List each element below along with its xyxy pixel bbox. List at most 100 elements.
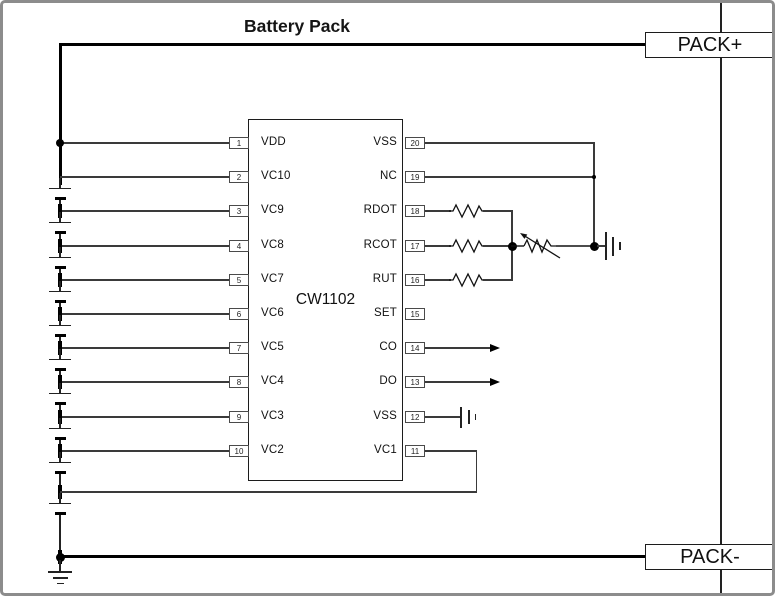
battery-cell-plate-long	[49, 290, 71, 293]
pack-boundary-line	[720, 3, 722, 593]
pack-plus-wire-vertical	[58, 43, 62, 185]
battery-cell-wire	[59, 247, 61, 257]
wire-vss-vertical	[593, 142, 595, 247]
battery-cell-wire	[59, 212, 61, 222]
battery-cell-wire	[59, 234, 61, 239]
battery-cell-plate-short	[54, 402, 66, 406]
battery-cell-wire	[59, 418, 61, 428]
pin-label-nc: NC	[379, 170, 397, 182]
page-title: Battery Pack	[243, 16, 351, 36]
ground-icon-bottom-bar1	[48, 570, 72, 573]
pin-label-vc9: VC9	[261, 204, 284, 216]
pin-label-vdd: VDD	[261, 136, 286, 148]
battery-cell-wire	[59, 405, 61, 410]
ground-icon-vss12-bar3	[474, 413, 477, 421]
ground-icon-vss12-bar2	[467, 410, 470, 424]
battery-junction-bar	[58, 273, 62, 287]
battery-cell-wire	[59, 371, 61, 375]
battery-cell-plate-short	[54, 197, 66, 201]
wire-rcot-b	[483, 245, 513, 247]
battery-cell-wire	[59, 269, 61, 273]
battery-cell-wire	[59, 303, 61, 307]
ground-icon-vss12-bar1	[460, 406, 463, 428]
pin-box-7: 7	[229, 342, 249, 354]
battery-junction-bar	[58, 410, 62, 424]
battery-cell-plate-long	[49, 502, 71, 505]
battery-cell-plate-long	[49, 187, 71, 190]
battery-cell-wire	[59, 515, 61, 550]
battery-cell-plate-long	[49, 221, 71, 224]
pack-plus-wire-top	[60, 43, 645, 46]
battery-cell-plate-short	[54, 231, 66, 235]
battery-junction-bar	[58, 341, 62, 355]
pin-label-vc4: VC4	[261, 375, 284, 387]
pin-box-6: 6	[229, 308, 249, 320]
battery-cell-wire	[59, 200, 61, 204]
pin-label-vc7: VC7	[261, 273, 284, 285]
wire-do	[425, 381, 491, 383]
pin-box-16: 16	[405, 274, 425, 286]
battery-cell-plate-long	[49, 256, 71, 259]
wire-thermistor-ground	[597, 245, 605, 247]
pin-label-rut: RUT	[372, 273, 397, 285]
pin-label-vc1: VC1	[374, 444, 397, 456]
pin-box-20: 20	[405, 137, 425, 149]
battery-cell-wire	[59, 474, 61, 485]
pin-label-set: SET	[374, 307, 397, 319]
battery-cell-plate-short	[54, 266, 66, 270]
battery-cell-wire	[59, 349, 61, 359]
thermistor-icon	[511, 233, 595, 259]
pin-box-13: 13	[405, 376, 425, 388]
pin-box-12: 12	[405, 411, 425, 423]
battery-cell-plate-long	[49, 358, 71, 361]
battery-cell-plate-short	[54, 368, 66, 372]
pin-box-14: 14	[405, 342, 425, 354]
pin-box-19: 19	[405, 171, 425, 183]
battery-cell-wire	[59, 337, 61, 341]
pin-box-4: 4	[229, 240, 249, 252]
do-arrow-icon	[490, 377, 500, 386]
wire-rcot-a	[425, 245, 451, 247]
pin-label-vc10: VC10	[261, 170, 291, 182]
ic-name: CW1102	[295, 291, 356, 308]
wire-vss12	[425, 416, 460, 418]
pin-box-18: 18	[405, 205, 425, 217]
battery-junction-bar	[58, 444, 62, 458]
pin-label-vc3: VC3	[261, 410, 284, 422]
wire-tap-vc7	[60, 279, 229, 281]
wire-tap-vdd	[60, 142, 229, 144]
wire-tap-vc2	[60, 450, 229, 452]
pin-box-9: 9	[229, 411, 249, 423]
wire-tap-vc9	[60, 210, 229, 212]
wire-tap-vc10	[60, 176, 229, 178]
ic-body	[248, 119, 403, 481]
wire-vc1-b	[60, 491, 477, 493]
wire-vss20	[425, 142, 595, 144]
pin-label-vc8: VC8	[261, 239, 284, 251]
ground-icon-bottom-bar2	[52, 576, 68, 579]
pin-label-vss-12: VSS	[373, 410, 397, 422]
pin-label-vss-20: VSS	[373, 136, 397, 148]
pin-box-15: 15	[405, 308, 425, 320]
battery-cell-plate-long	[49, 324, 71, 327]
ground-icon-right-bar2	[612, 236, 614, 256]
pin-box-5: 5	[229, 274, 249, 286]
wire-vc1-a	[425, 450, 477, 452]
pin-label-vc6: VC6	[261, 307, 284, 319]
wire-rut-b	[483, 279, 513, 281]
ground-icon-right-bar3	[619, 242, 621, 250]
pin-box-3: 3	[229, 205, 249, 217]
pack-plus-terminal: PACK+	[645, 32, 772, 58]
wire-tap-vc6	[60, 313, 229, 315]
co-arrow-icon	[490, 343, 500, 352]
pack-minus-wire-bottom	[60, 554, 645, 558]
battery-cell-wire	[59, 281, 61, 291]
pack-minus-terminal: PACK-	[645, 544, 772, 570]
junction-dot-packplus	[56, 139, 64, 147]
wire-co	[425, 347, 491, 349]
battery-cell-plate-short	[54, 300, 66, 304]
junction-dot-nc	[591, 174, 597, 180]
pin-box-8: 8	[229, 376, 249, 388]
wire-rdot-a	[425, 210, 451, 212]
